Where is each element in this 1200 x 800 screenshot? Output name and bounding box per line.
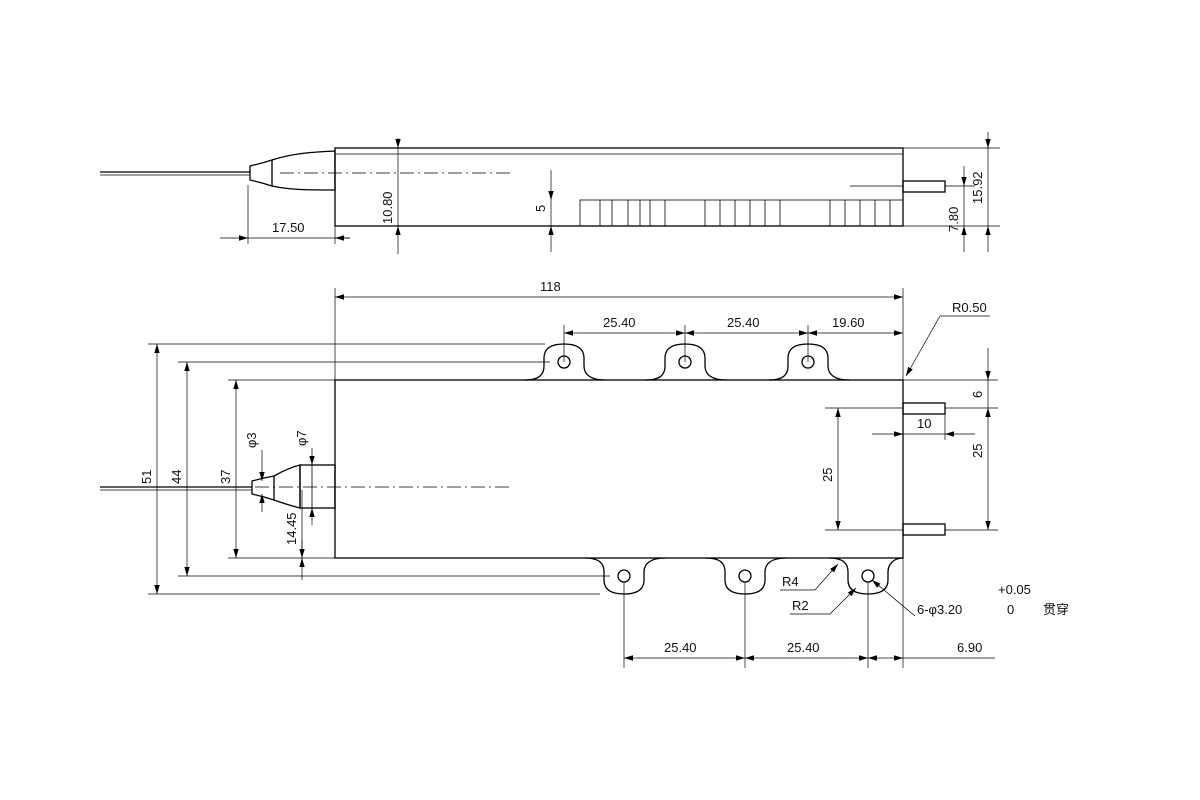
dim-fillet-radius: R2	[792, 598, 809, 613]
dim-through-note: 贯穿	[1043, 602, 1069, 617]
dim-fin-height: 5	[533, 205, 548, 212]
dim-top-pitch-2: 25.40	[727, 315, 760, 330]
dim-pin-top-offset: 6	[970, 391, 985, 398]
mount-hole	[617, 569, 631, 583]
dim-tab-radius: R4	[782, 574, 799, 589]
dim-total-height: 15.92	[970, 171, 985, 204]
dim-hole-span: 44	[169, 470, 184, 484]
dim-top-end: 19.60	[832, 315, 865, 330]
dim-hole-tol-upper: +0.05	[998, 582, 1031, 597]
dim-pin-length: 10	[917, 416, 931, 431]
top-tab-3	[768, 343, 850, 381]
top-boot-collar	[299, 464, 336, 509]
side-view: 17.50 10.80 5 7.80 15.92	[100, 132, 1000, 254]
dim-hole-tol-lower: 0	[1007, 602, 1014, 617]
dim-corner-radius: R0.50	[952, 300, 987, 315]
dim-pin-offset: 7.80	[946, 207, 961, 232]
top-view: 118 25.40 25.40 19.60 R0.50 6 25	[100, 279, 1069, 668]
top-pin-2	[902, 523, 946, 536]
top-tab-2	[645, 343, 727, 381]
top-fiber-boot	[251, 475, 275, 501]
dim-fiber-length: 17.50	[272, 220, 305, 235]
dim-body-width: 37	[218, 470, 233, 484]
side-housing	[334, 147, 904, 227]
dim-bottom-pitch-2: 25.40	[787, 640, 820, 655]
top-pin-1	[902, 402, 946, 415]
dim-flange-width: 51	[139, 470, 154, 484]
side-pin	[902, 180, 946, 193]
dim-boot-dia-large: φ7	[294, 430, 309, 446]
dim-top-pitch-1: 25.40	[603, 315, 636, 330]
top-housing	[334, 379, 904, 559]
side-fiber-boot	[249, 159, 273, 187]
dim-bottom-pitch-1: 25.40	[664, 640, 697, 655]
dim-pin-pitch-outer: 25	[970, 444, 985, 458]
dim-hole-spec: 6-φ3.20	[917, 602, 962, 617]
dim-length: 118	[540, 279, 561, 294]
dim-bottom-end: 6.90	[957, 640, 982, 655]
mount-hole	[738, 569, 752, 583]
dim-pin-pitch-inner: 25	[820, 468, 835, 482]
bottom-tab-2	[705, 557, 787, 595]
side-fin-strip	[579, 199, 904, 227]
bottom-tab-3	[828, 557, 904, 595]
dim-fiber-offset: 14.45	[284, 512, 299, 545]
dim-boot-dia-small: φ3	[244, 432, 259, 448]
dim-side-height: 10.80	[380, 191, 395, 224]
